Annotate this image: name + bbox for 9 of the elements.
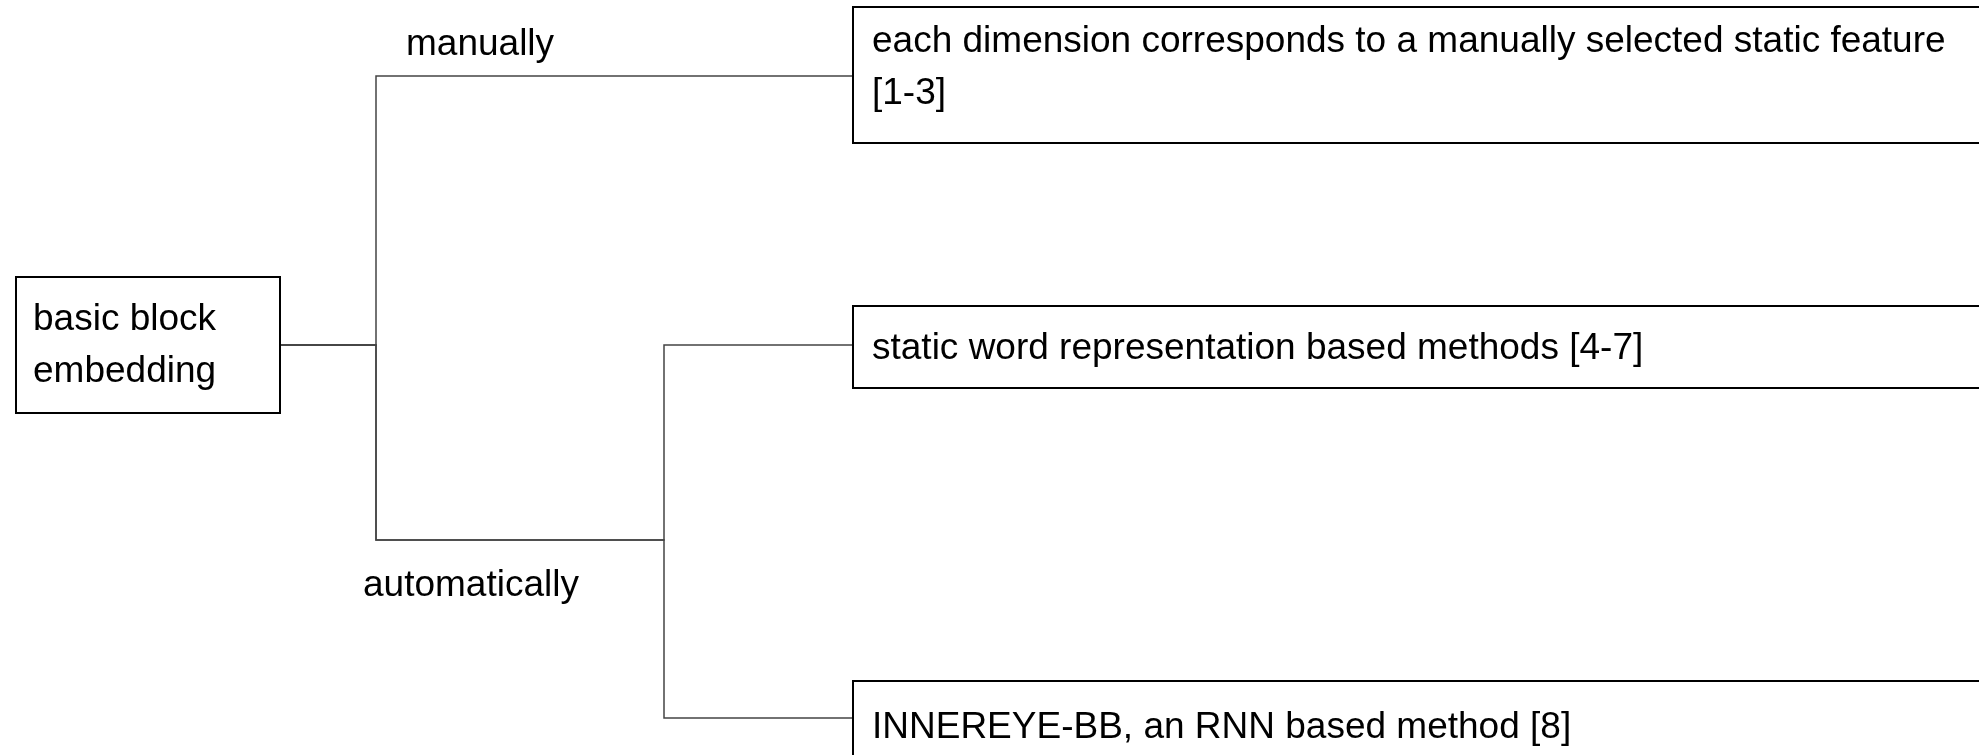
description-box <box>852 6 1979 144</box>
box-text: basic block embedding <box>33 296 218 392</box>
box-text: INNEREYE-BB, an RNN based method [8] <box>872 704 1573 748</box>
description-box <box>852 305 1979 389</box>
box-text: static word representation based methods [4-7] <box>872 325 1645 369</box>
connector-line <box>280 344 853 719</box>
description-box <box>852 680 1979 755</box>
box-text: each dimension corresponds to a manually selected static feature [1-3] <box>872 18 1947 114</box>
category-box <box>15 276 281 414</box>
